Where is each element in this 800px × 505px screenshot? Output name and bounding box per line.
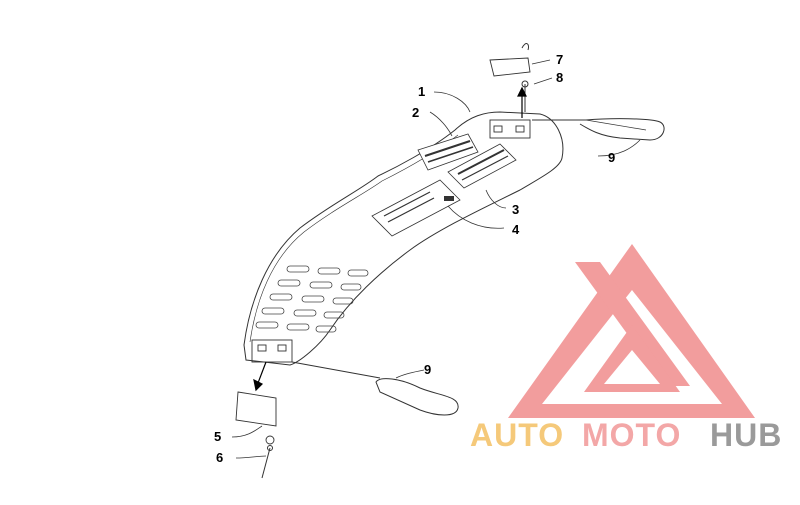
callout-8: 8 xyxy=(556,70,563,85)
decal-2 xyxy=(417,133,479,171)
svg-text:MOTO: MOTO xyxy=(582,417,681,453)
callout-4: 4 xyxy=(512,222,520,237)
callout-2: 2 xyxy=(412,105,419,120)
latch-bottom xyxy=(235,391,277,445)
watermark-text: AUTO MOTO HUB xyxy=(470,417,782,453)
cover-panel xyxy=(243,111,564,366)
hinge-bracket-top xyxy=(489,119,531,139)
vent-slots xyxy=(255,265,369,333)
watermark-logo xyxy=(508,244,755,418)
svg-text:HUB: HUB xyxy=(710,417,782,453)
callout-7: 7 xyxy=(556,52,563,67)
svg-text:AUTO: AUTO xyxy=(470,417,564,453)
callout-6: 6 xyxy=(216,450,223,465)
arrow-down xyxy=(253,361,267,392)
callout-5: 5 xyxy=(214,429,221,444)
arrow-up xyxy=(517,86,527,118)
handle-top xyxy=(532,118,665,141)
callout-9-top: 9 xyxy=(608,150,615,165)
hinge-bracket-bottom xyxy=(251,339,293,363)
callout-1: 1 xyxy=(418,84,425,99)
handle-bottom xyxy=(291,361,459,416)
latch-top xyxy=(489,57,531,77)
pin-bottom xyxy=(261,445,273,479)
callout-9-bottom: 9 xyxy=(424,362,431,377)
decal-3 xyxy=(447,143,517,189)
pin-top xyxy=(521,43,529,112)
callout-3: 3 xyxy=(512,202,519,217)
leader-lines xyxy=(231,59,641,459)
decal-4 xyxy=(371,179,461,237)
